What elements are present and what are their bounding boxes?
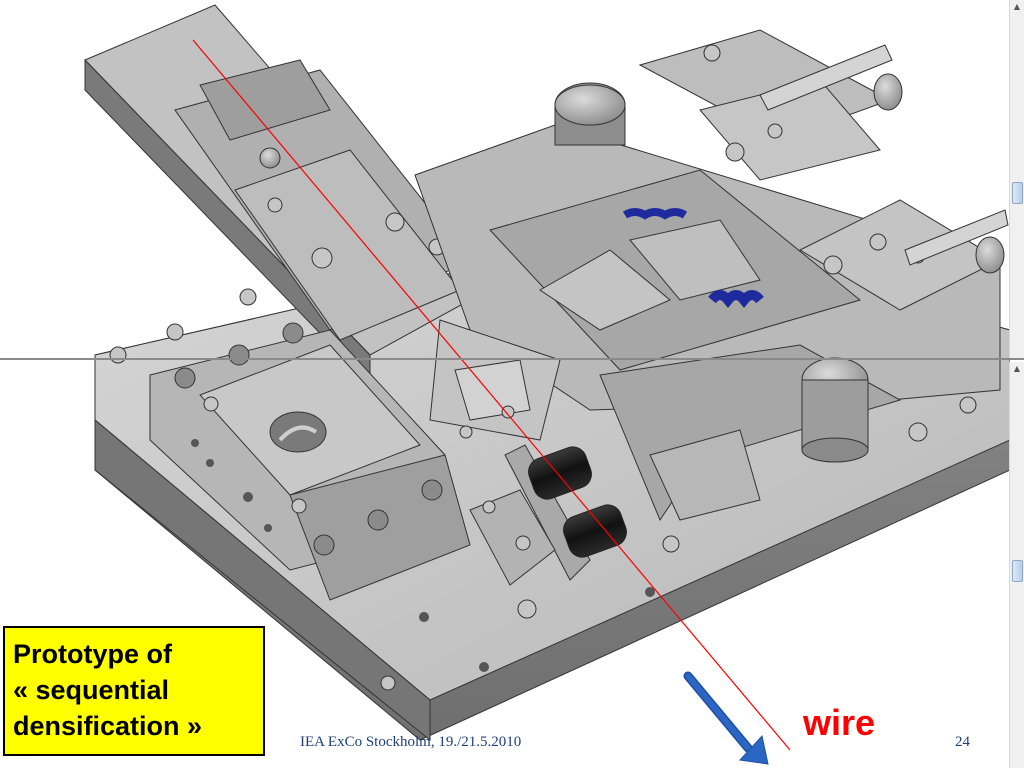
scrollbar-bottom[interactable]: ▲ — [1009, 362, 1024, 768]
window-split-line — [0, 358, 1024, 360]
wire-label: wire — [803, 702, 876, 743]
caption-line-3: densification » — [13, 711, 203, 741]
scroll-up-arrow-icon[interactable]: ▲ — [1013, 2, 1021, 11]
scrollbar-top[interactable]: ▲ — [1009, 0, 1024, 358]
caption-line-1: Prototype of — [13, 639, 172, 669]
blue-arrow-icon — [683, 671, 769, 765]
central-housing — [414, 29, 1009, 411]
scroll-thumb-top[interactable] — [1012, 182, 1023, 204]
rail-arm — [84, 4, 471, 387]
caption-line-2: « sequential — [13, 675, 170, 705]
caption-box: Prototype of « sequential densification … — [3, 626, 265, 756]
lower-assembly — [109, 288, 977, 691]
scroll-thumb-bottom[interactable] — [1012, 560, 1023, 582]
scroll-up-arrow-icon[interactable]: ▲ — [1013, 364, 1021, 373]
footer-text: IEA ExCo Stockholm, 19./21.5.2010 — [300, 734, 522, 750]
wire-line — [192, 39, 791, 751]
page-number: 24 — [955, 734, 970, 750]
